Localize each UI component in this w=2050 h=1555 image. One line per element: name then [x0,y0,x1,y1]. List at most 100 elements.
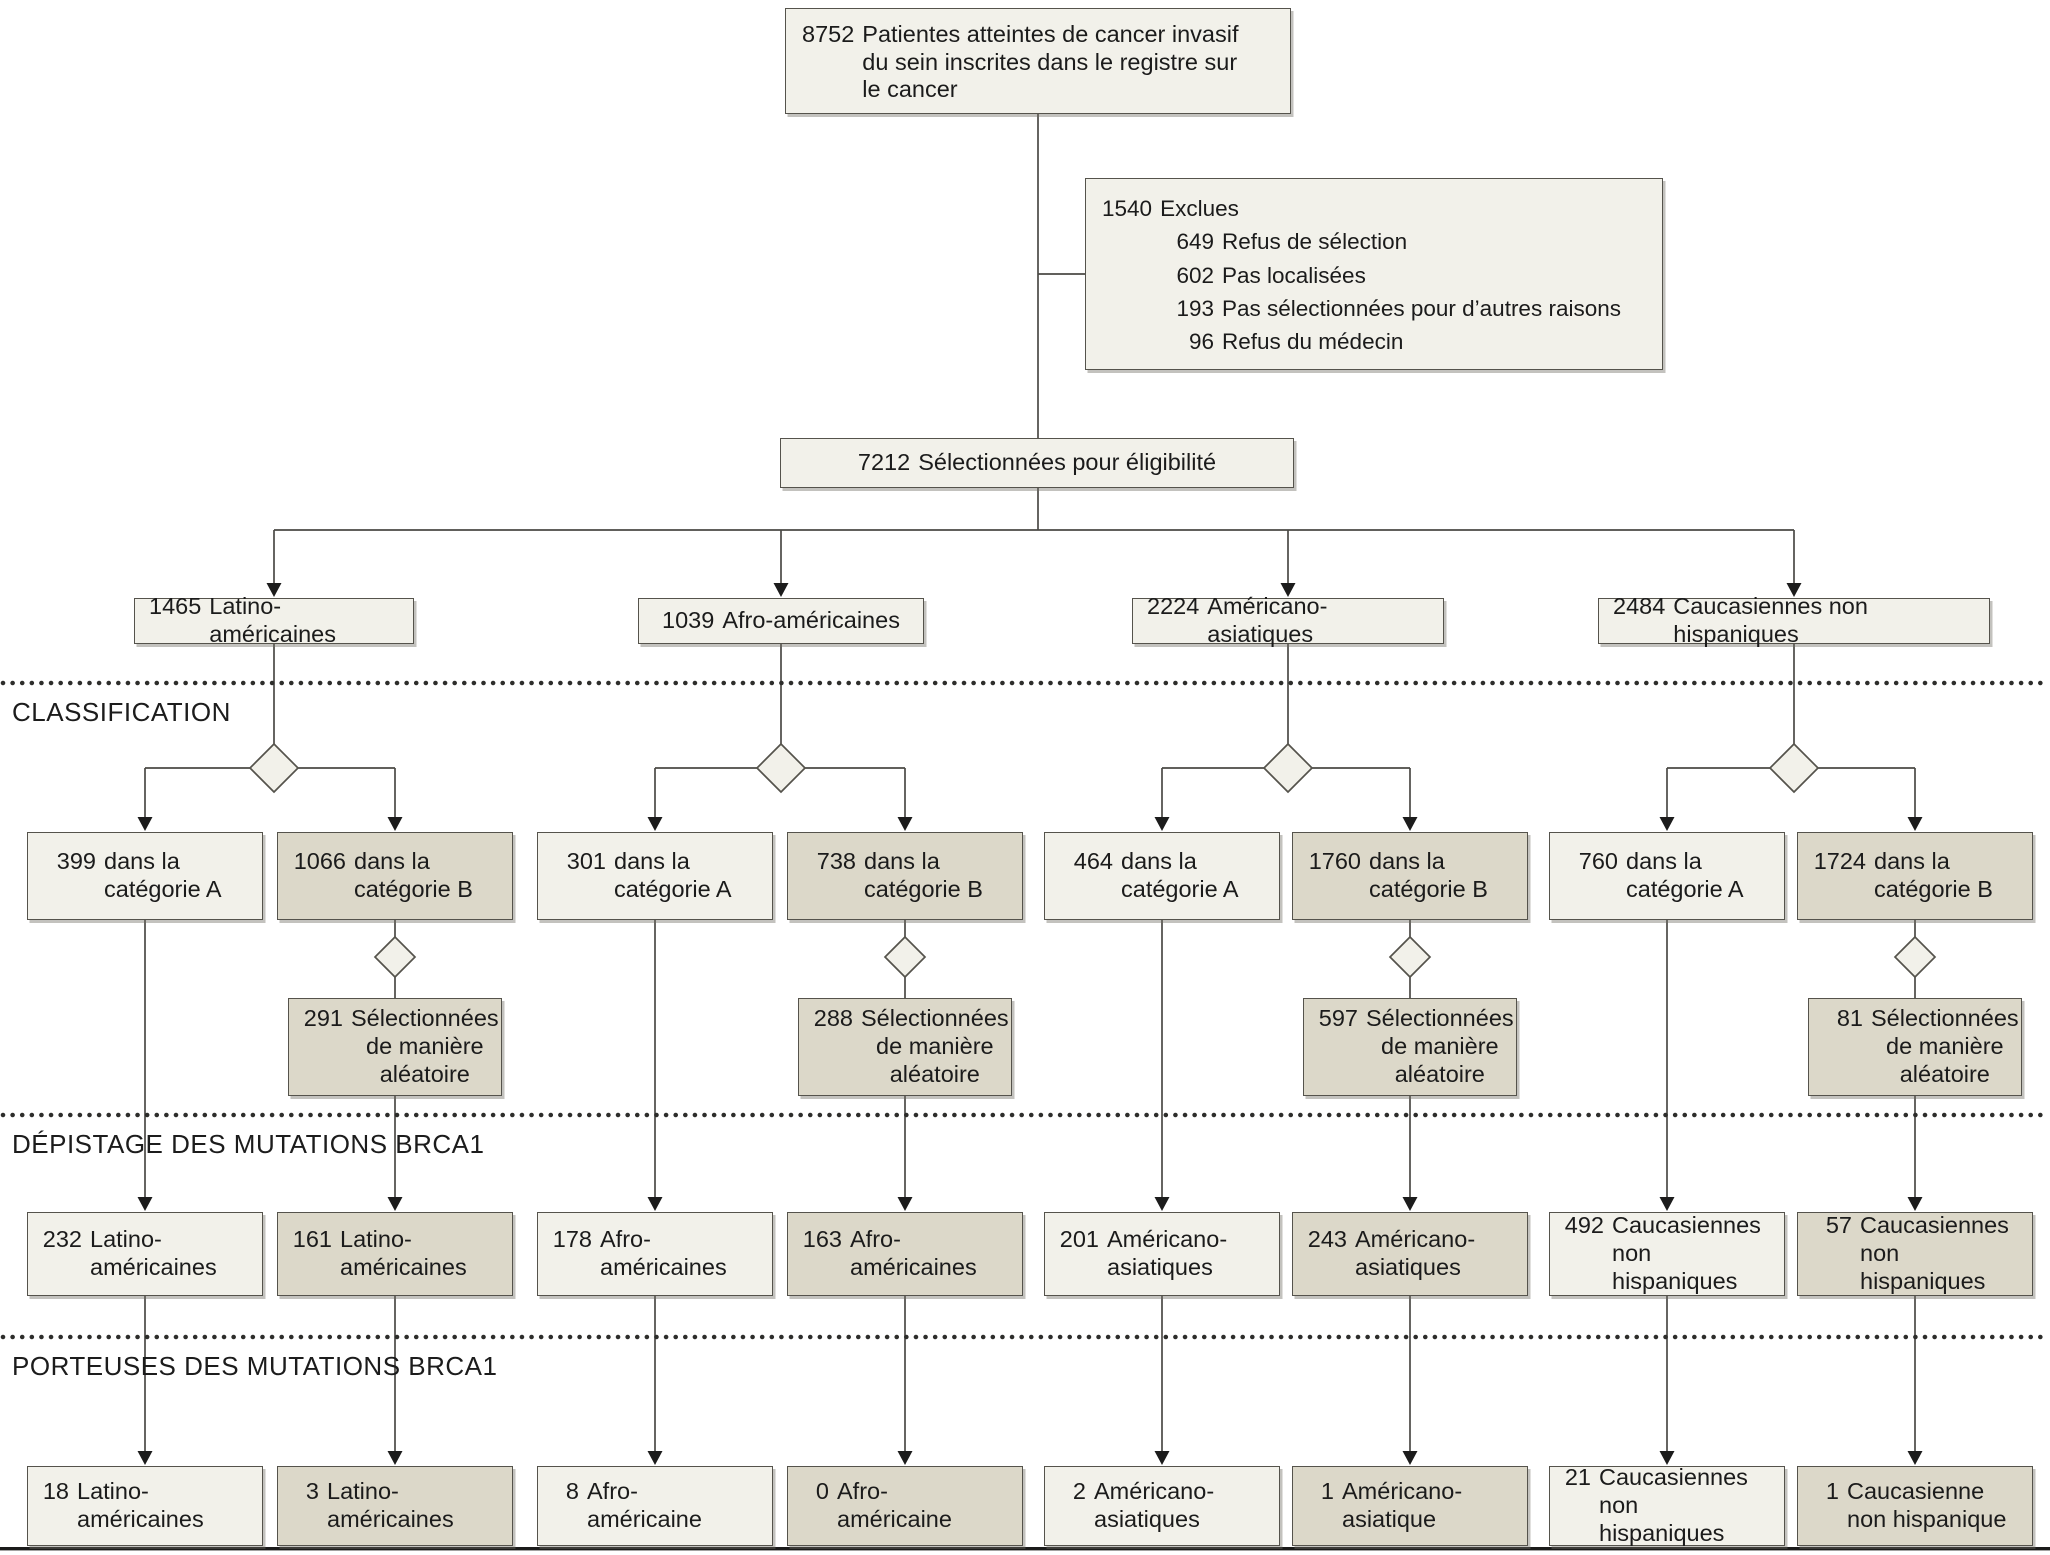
count: 161 [292,1226,332,1253]
label-line: du sein inscrites dans le registre sur [862,48,1238,75]
count: 1465 [149,593,202,620]
label-line: Caucasienne [1847,1478,1985,1505]
count: 738 [816,848,856,875]
label-line: catégorie A [1121,876,1239,902]
count: 243 [1307,1226,1347,1253]
label-line: asiatiques [1107,1254,1213,1280]
group-box-afro: 1039 Afro-américaines [638,598,924,644]
label-line: Patientes atteintes de cancer invasif [862,21,1239,47]
count: 492 [1564,1212,1604,1239]
label-line: américaine [587,1506,702,1532]
exclusion-header: 1540 Exclues [1102,192,1646,225]
count: 602 [1176,262,1214,288]
count: 464 [1073,848,1113,875]
carrier-box: 8 Afro-américaine [537,1466,773,1546]
label-line: catégorie B [354,876,473,902]
label-line: américaine [837,1506,952,1532]
eligibility-box: 7212 Sélectionnées pour éligibilité [780,438,1294,488]
label-line: non hispaniques [1860,1240,1986,1294]
diamond-icon [1388,935,1432,979]
count: 193 [1176,295,1214,321]
diamond-icon [883,935,927,979]
label: Afro-américaines [600,1226,758,1281]
label-line: de manière [1886,1033,2004,1060]
label-line: aléatoire [1899,1060,1990,1087]
bottom-rule [0,1547,2050,1551]
label-line: Caucasiennes [1860,1212,2009,1239]
registry-box: 8752 Patientes atteintes de cancer invas… [785,8,1291,114]
label-line: Américano- [1094,1478,1215,1505]
screening-box: 201 Américano-asiatiques [1044,1212,1280,1296]
label-line: américaines [327,1506,454,1532]
label: Latino-américaines [327,1478,498,1533]
diamond-icon [1768,742,1820,794]
label: Refus du médecin [1222,329,1404,355]
count: 597 [1318,1005,1358,1032]
label-line: dans la [864,848,940,875]
count: 8752 [802,21,855,47]
count: 1760 [1308,848,1361,875]
label: Américano-asiatiques [1107,1226,1265,1281]
count: 0 [815,1478,829,1505]
carrier-box: 1 Américano-asiatique [1292,1466,1528,1546]
carrier-box: 0 Afro-américaine [787,1466,1023,1546]
count: 301 [566,848,606,875]
diamond-icon [1262,742,1314,794]
label-line: non hispaniques [1599,1492,1725,1546]
exclusion-box: 1540 Exclues 649 Refus de sélection 602 … [1085,178,1663,370]
label-line: Sélectionnées [351,1005,499,1032]
label: Afro-américaines [722,607,900,634]
label: Américano-asiatiques [1094,1478,1265,1533]
count: 7212 [857,449,911,476]
label-line: le cancer [862,76,958,103]
label-line: catégorie A [614,876,732,902]
count: 18 [42,1478,69,1505]
count: 1 [1320,1478,1334,1505]
count: 81 [1836,1005,1863,1032]
count: 760 [1578,848,1618,875]
label-line: Sélectionnées [1366,1005,1514,1032]
label: Latino-américaines [340,1226,498,1281]
label-line: catégorie B [864,876,983,902]
label-line: asiatique [1342,1506,1437,1532]
diamond-icon [755,742,807,794]
count: 2 [1072,1478,1086,1505]
label: Pas sélectionnées pour d’autres raisons [1222,295,1621,321]
label-line: Américano- [1342,1478,1463,1505]
label-line: non hispanique [1847,1506,2007,1532]
label-line: catégorie B [1874,876,1993,902]
diamond-icon [248,742,300,794]
label-line: Américano- [1355,1226,1476,1253]
count: 3 [305,1478,319,1505]
label-line: américaines [600,1254,727,1280]
exclusion-item: 602 Pas localisées [1102,259,1646,292]
label-line: de manière [1381,1033,1499,1060]
label: Refus de sélection [1222,229,1408,255]
group-box-caucasian: 2484 Caucasiennes non hispaniques [1598,593,1990,647]
count: 178 [552,1226,592,1253]
exclusion-item: 193 Pas sélectionnées pour d’autres rais… [1102,292,1646,325]
diamond-icon [373,935,417,979]
label-line: Sélectionnées [1871,1005,2019,1032]
count: 291 [303,1005,343,1032]
label-line: américaines [340,1254,467,1280]
group-box-latino: 1465 Latino-américaines [134,593,414,647]
label-line: aléatoire [379,1060,470,1087]
label-line: Latino- [340,1226,412,1253]
label-line: Afro- [850,1226,901,1253]
carrier-box: 18 Latino-américaines [27,1466,263,1546]
group-box-asian: 2224 Américano-asiatiques [1132,593,1444,647]
